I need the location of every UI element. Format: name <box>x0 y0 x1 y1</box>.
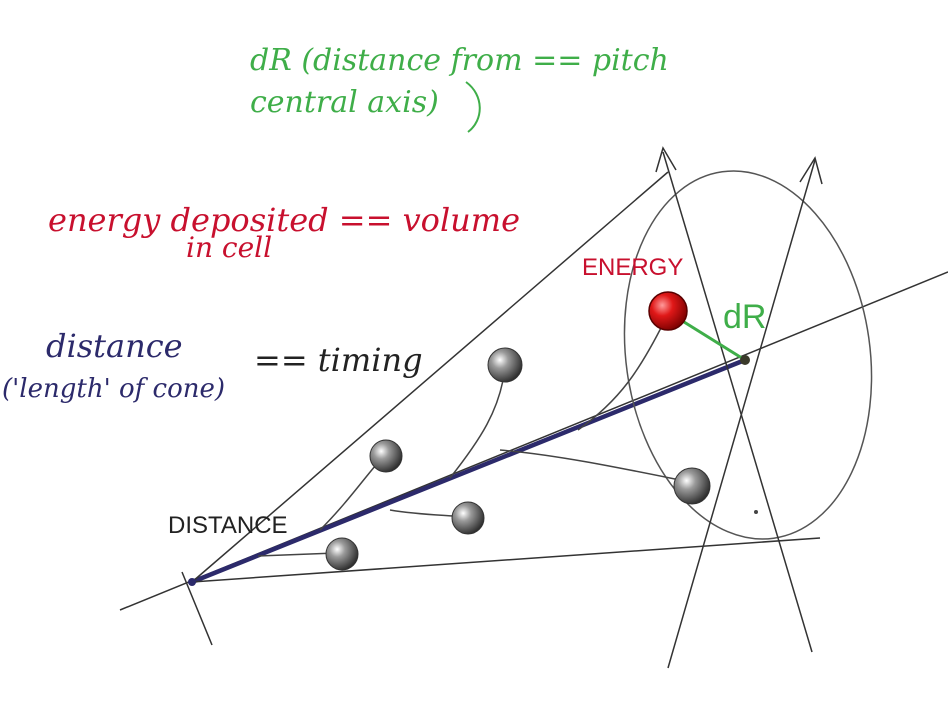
timing-definition: == timing <box>254 341 423 379</box>
distance-definition-line1: distance <box>46 327 183 365</box>
apex-point <box>188 578 196 586</box>
cone-upper-edge <box>191 171 669 583</box>
distance-label: DISTANCE <box>168 512 288 539</box>
vertical-axis-right <box>667 159 816 669</box>
track-energy <box>577 319 666 431</box>
cone-lower-edge <box>191 537 821 583</box>
energy-definition-line2: in cell <box>186 231 273 264</box>
vertical-axis-left <box>662 151 813 653</box>
particle-ball <box>451 501 485 535</box>
energy-particle <box>648 291 688 331</box>
cone-center-point <box>740 355 750 365</box>
particle-ball <box>369 439 403 473</box>
track-right <box>499 449 691 483</box>
particle-ball <box>673 467 711 505</box>
dR-definition-line2: central axis) <box>250 85 439 120</box>
track-lower <box>257 552 337 557</box>
energy-definition-line1: energy deposited == volume <box>48 201 521 239</box>
dR-label: dR <box>723 298 767 336</box>
apex-tick <box>181 571 213 646</box>
particle-ball <box>487 347 523 383</box>
particle-ball <box>325 537 359 571</box>
dR-definition-line1: dR (distance from == pitch <box>250 43 669 78</box>
energy-label: ENERGY <box>582 254 684 281</box>
distance-definition-line2: ('length' of cone) <box>2 374 226 404</box>
closing-paren <box>465 81 481 133</box>
cone-base-ellipse <box>623 170 873 540</box>
arrow-up-right-icon <box>799 156 823 185</box>
small-dot <box>754 510 758 514</box>
arrow-up-left-icon <box>655 146 677 173</box>
central-axis <box>189 357 748 585</box>
